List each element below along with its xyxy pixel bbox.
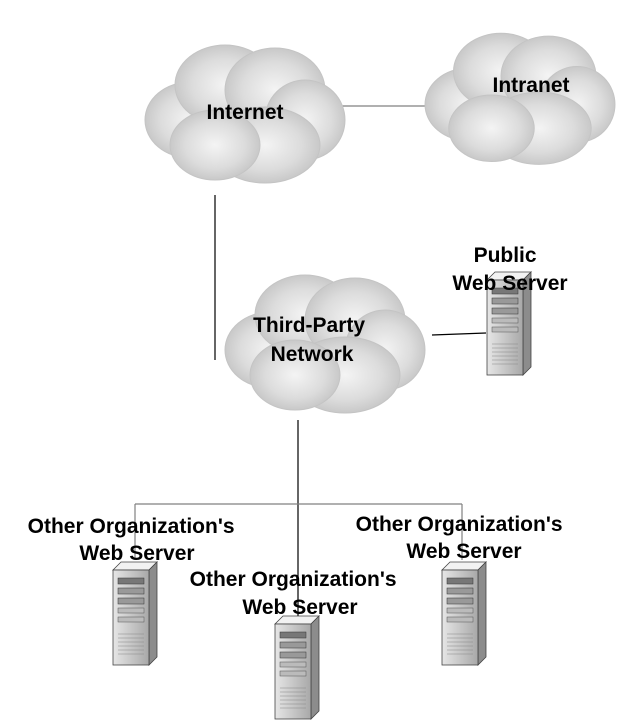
connections	[134, 105, 487, 625]
right-web-server-icon	[441, 561, 487, 666]
intranet-label: Intranet	[492, 74, 569, 97]
public-web-server-label: Public Web Server	[452, 244, 567, 295]
intranet-cloud	[424, 32, 616, 165]
center-web-server-label: Other Organization's Web Server	[190, 568, 403, 619]
internet-label: Internet	[206, 101, 283, 124]
center-web-server-icon	[274, 615, 320, 720]
left-web-server-icon	[112, 561, 158, 666]
left-web-server-label: Other Organization's Web Server	[28, 515, 241, 565]
thirdparty-publicserver-link	[431, 332, 487, 336]
right-web-server-label: Other Organization's Web Server	[356, 513, 569, 563]
third-party-network-label: Third-Party Network	[253, 314, 371, 366]
